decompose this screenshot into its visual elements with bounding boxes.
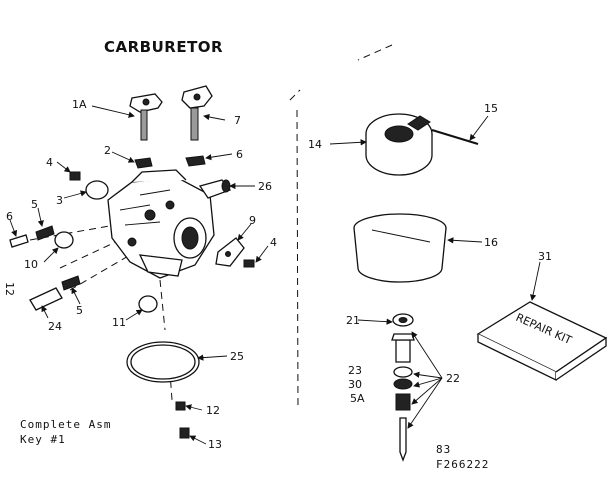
callout-13: 13 [208,438,222,451]
callout-21: 21 [346,314,360,327]
part-15-pin [431,129,479,145]
part-4-screw-right [243,259,255,268]
footer-line-2: F266222 [436,458,489,471]
carburetor-body [107,169,215,279]
callout-6: 6 [6,210,13,223]
part-6-clip [185,155,206,167]
callout-4-left: 4 [46,156,53,169]
part-6-screw [9,234,29,248]
callout-14: 14 [308,138,322,151]
callout-31: 31 [538,250,552,263]
callout-7: 7 [234,114,241,127]
callout-2: 2 [104,144,111,157]
callout-16: 16 [484,236,498,249]
callout-3: 3 [56,194,63,207]
part-3-disc [85,180,109,200]
callout-23: 23 [348,364,362,377]
part-16-filter-bowl [353,213,447,283]
part-12-nut [175,401,186,411]
part-26-fitting [198,179,232,199]
part-2-clip [134,157,153,169]
callout-30: 30 [348,378,362,391]
part-5-spring-upper [35,225,55,241]
callout-5A: 5A [350,392,365,405]
callout-1A: 1A [72,98,87,111]
note-line-2: Key #1 [20,433,66,446]
callout-5-upper: 5 [31,198,38,211]
part-9-lever [215,237,245,267]
part-31-repair-kit: REPAIR KIT [476,301,608,382]
footer-line-1: 83 [436,443,451,456]
part-24-screw [29,287,63,311]
callout-15: 15 [484,102,498,115]
part-21-washer [392,313,414,327]
leader-lines [9,105,541,445]
callout-12: 12 [206,404,220,417]
part-23-ring [393,366,413,378]
part-25-gasket-ring [126,341,200,383]
callout-22: 22 [446,372,460,385]
guide-air-cleaner [289,44,393,411]
part-14-air-cleaner-cover [365,113,433,176]
callout-25: 25 [230,350,244,363]
callout-6-upper: 6 [236,148,243,161]
part-5A-spring [395,393,411,411]
callout-11: 11 [112,316,126,329]
diagram-title: CARBURETOR [104,38,223,56]
part-83-needle [399,417,407,462]
callout-5-lower: 5 [76,304,83,317]
part-7-shaft [181,85,213,141]
part-4-screw-left [69,171,81,181]
callout-4-right: 4 [270,236,277,249]
callout-9: 9 [249,214,256,227]
callout-10: 10 [24,258,38,271]
part-1A-bracket [129,93,163,141]
part-30-ring [393,378,413,390]
page-number: 12 [3,282,16,296]
part-22-fitting [391,333,415,363]
note-line-1: Complete Asm [20,418,111,431]
part-13-screw [179,427,190,439]
callout-24: 24 [48,320,62,333]
part-10-washer [54,231,74,249]
part-5-spring-lower [61,275,81,291]
part-11-plug [138,295,158,313]
callout-26: 26 [258,180,272,193]
callout-labels: 1A 7 2 6 4 3 26 5 9 6 4 10 5 24 11 25 12… [6,98,552,451]
